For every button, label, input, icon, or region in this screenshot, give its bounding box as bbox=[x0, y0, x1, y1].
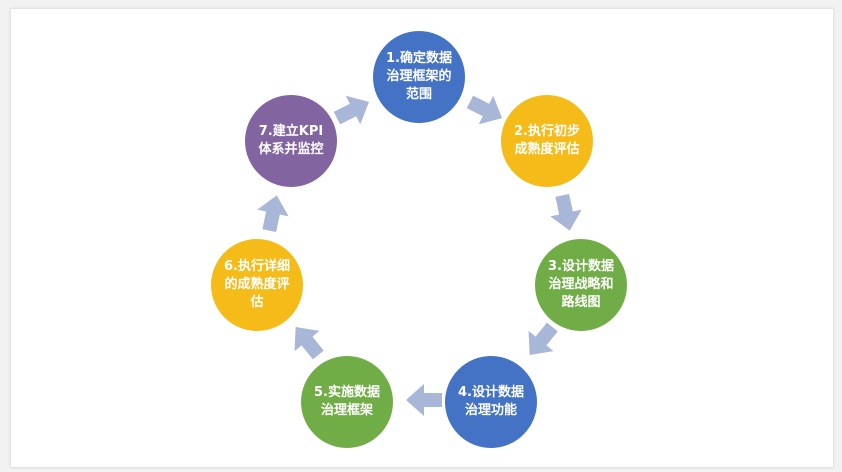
step-4-circle: 4.设计数据 治理功能 bbox=[445, 356, 537, 448]
arrow-2-to-3-icon bbox=[550, 193, 582, 231]
step-3-circle: 3.设计数据 治理战略和 路线图 bbox=[535, 239, 627, 331]
step-7-circle: 7.建立KPI 体系并监控 bbox=[245, 95, 337, 187]
arrow-5-to-6-icon bbox=[294, 327, 324, 360]
step-7-label: 7.建立KPI 体系并监控 bbox=[258, 124, 324, 157]
step-3-label: 3.设计数据 治理战略和 路线图 bbox=[548, 259, 614, 310]
step-6-circle: 6.执行详细 的成熟度评 估 bbox=[211, 239, 303, 331]
step-4-label: 4.设计数据 治理功能 bbox=[458, 385, 524, 418]
arrow-4-to-5-icon bbox=[406, 384, 442, 416]
arrow-3-to-4-icon bbox=[528, 322, 558, 355]
step-2-label: 2.执行初步 成熟度评估 bbox=[514, 124, 580, 157]
arrow-1-to-2-icon bbox=[466, 95, 503, 125]
arrow-6-to-7-icon bbox=[257, 195, 289, 233]
step-1-label: 1.确定数据 治理框架的 范围 bbox=[386, 51, 452, 102]
arrow-7-to-1-icon bbox=[333, 95, 370, 125]
step-5-label: 5.实施数据 治理框架 bbox=[314, 385, 380, 418]
step-6-label: 6.执行详细 的成熟度评 估 bbox=[224, 259, 290, 310]
step-2-circle: 2.执行初步 成熟度评估 bbox=[501, 95, 593, 187]
step-1-circle: 1.确定数据 治理框架的 范围 bbox=[373, 31, 465, 123]
step-5-circle: 5.实施数据 治理框架 bbox=[301, 356, 393, 448]
diagram-canvas: 1.确定数据 治理框架的 范围 2.执行初步 成熟度评估 3.设计数据 治理战略… bbox=[10, 8, 834, 468]
